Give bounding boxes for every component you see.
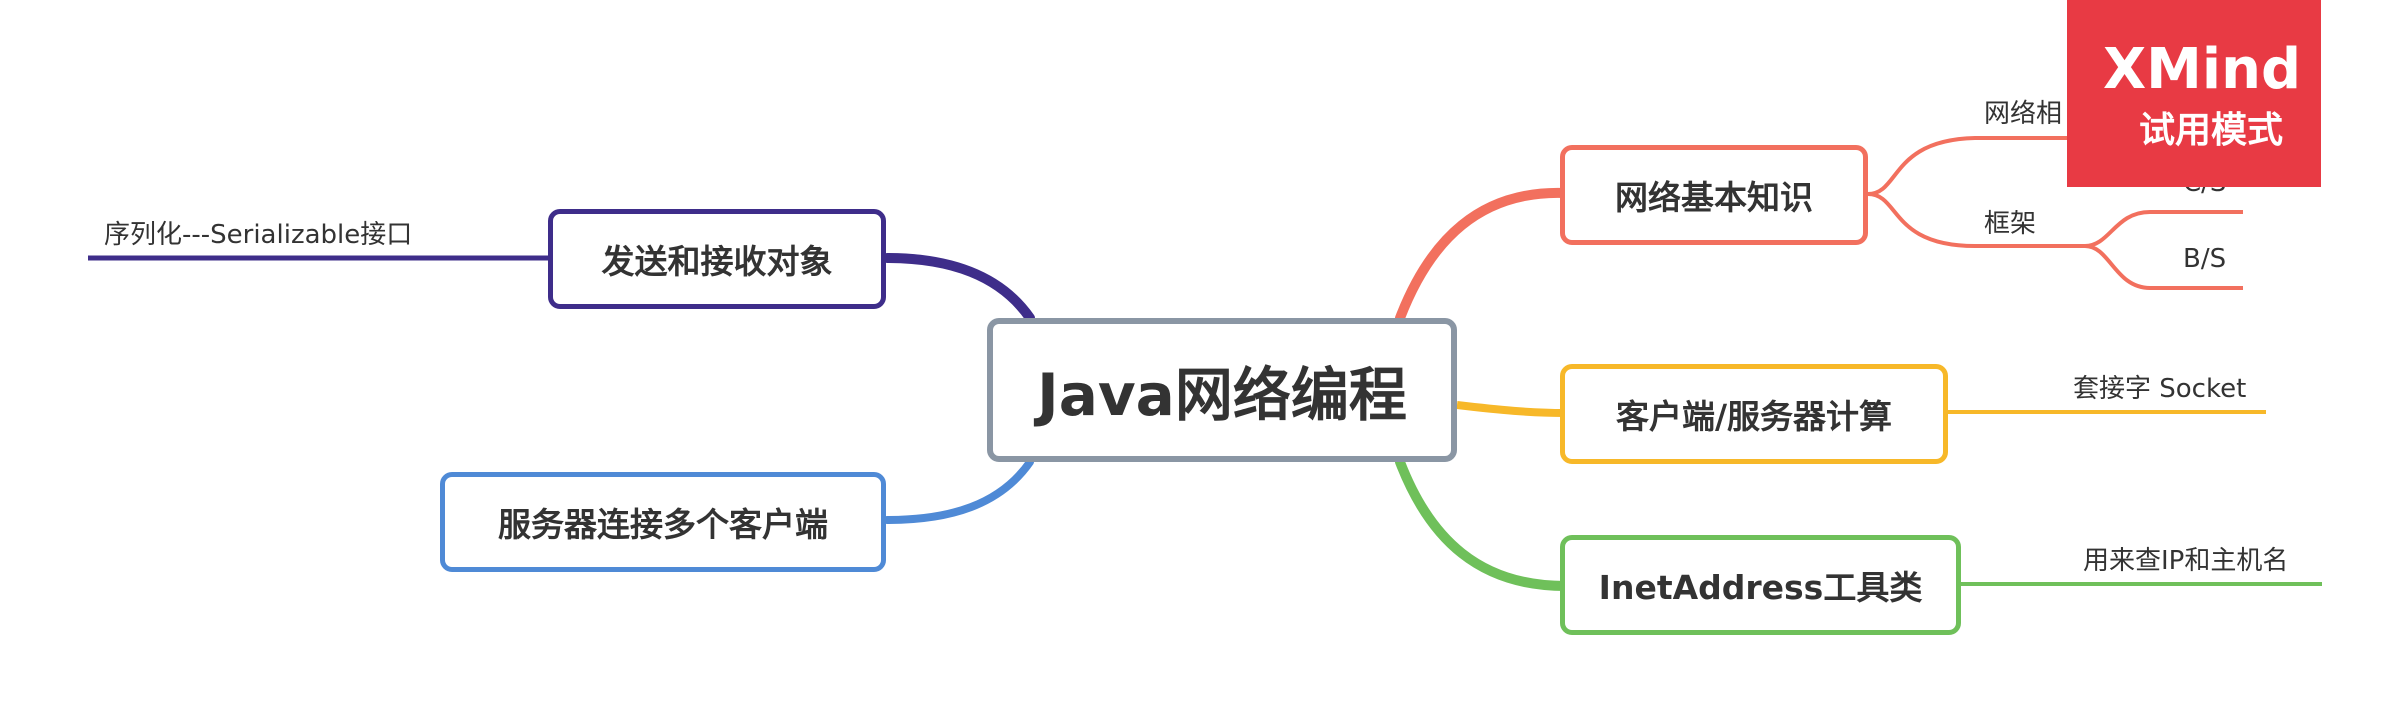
leaf-lookup[interactable]: 用来查IP和主机名 bbox=[2083, 546, 2289, 576]
connector-network-basics bbox=[1395, 187, 1570, 323]
xmind-trial-badge: XMind 试用模式 bbox=[2067, 0, 2321, 187]
watermark-mode: 试用模式 bbox=[2139, 110, 2284, 151]
connector-cs bbox=[2084, 210, 2243, 248]
watermark-brand: XMind bbox=[2103, 37, 2302, 102]
connector-bs bbox=[2084, 244, 2243, 290]
connector-multi-client bbox=[883, 458, 1034, 524]
topic-multi-client[interactable]: 服务器连接多个客户端 bbox=[440, 472, 886, 572]
topic-inetaddress[interactable]: InetAddress工具类 bbox=[1560, 535, 1961, 635]
connector-send-receive bbox=[882, 253, 1035, 323]
connector-client-server bbox=[1456, 401, 1566, 417]
leaf-framework[interactable]: 框架 bbox=[1984, 209, 2037, 239]
central-topic[interactable]: Java网络编程 bbox=[987, 318, 1457, 462]
connector-inetaddress bbox=[1395, 457, 1570, 591]
connector-framework bbox=[1867, 192, 2085, 248]
leaf-related[interactable]: 网络相 bbox=[1984, 99, 2063, 129]
connector-related bbox=[1867, 136, 2085, 196]
topic-send-receive[interactable]: 发送和接收对象 bbox=[548, 209, 886, 309]
leaf-socket[interactable]: 套接字 Socket bbox=[2073, 374, 2247, 404]
leaf-serial[interactable]: 序列化---Serializable接口 bbox=[104, 220, 413, 250]
leaf-bs[interactable]: B/S bbox=[2183, 244, 2227, 274]
topic-client-server[interactable]: 客户端/服务器计算 bbox=[1560, 364, 1948, 464]
topic-network-basics[interactable]: 网络基本知识 bbox=[1560, 145, 1868, 245]
